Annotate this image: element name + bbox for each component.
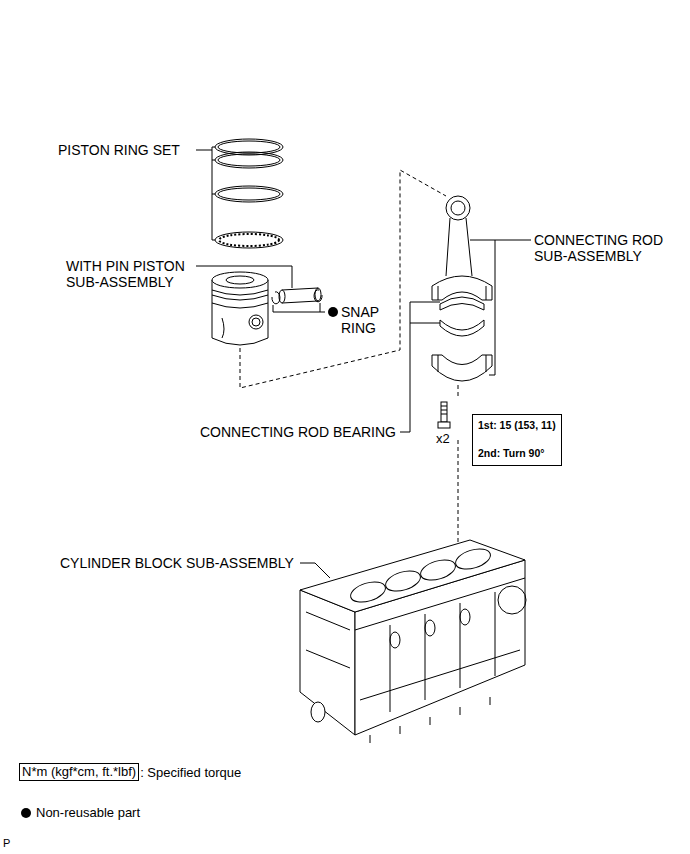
- piston-pin: [272, 288, 322, 304]
- part-label: CYLINDER BLOCK SUB-ASSEMBLY: [60, 555, 294, 571]
- part-label: WITH PIN PISTON SUB-ASSEMBLY: [66, 258, 206, 290]
- non-reusable-mark: [328, 307, 338, 317]
- quantity-label: x2: [436, 431, 450, 446]
- cylinder-block: [300, 540, 526, 743]
- piston-rings: [215, 139, 283, 248]
- leader-line: [300, 563, 330, 578]
- leader-line: [400, 302, 440, 432]
- part-label: CONNECTING ROD SUB-ASSEMBLY: [534, 232, 682, 264]
- legend-dot: [21, 808, 31, 818]
- piston: [212, 272, 268, 345]
- torque-box: 1st: 15 (153, 11) 2nd: Turn 90°: [472, 414, 562, 466]
- legend-text: : Specified torque: [140, 765, 241, 780]
- connecting-rod: [432, 196, 492, 300]
- legend-text-text: : Specified torque: [140, 765, 241, 780]
- assembly-line: [240, 170, 446, 388]
- quantity-label-text: x2: [436, 431, 450, 446]
- part-label-text: SNAP RING: [341, 304, 379, 336]
- box-text: 1st: 15 (153, 11): [478, 419, 556, 433]
- rod-bolt: [438, 402, 450, 428]
- leader-line: [273, 303, 325, 312]
- part-label: CONNECTING ROD BEARING: [200, 424, 396, 440]
- box-text: 2nd: Turn 90°: [478, 447, 556, 461]
- box-text: N*m (kgf*cm, ft.*lbf): [22, 764, 136, 780]
- part-label-text: CONNECTING ROD SUB-ASSEMBLY: [534, 232, 663, 264]
- torque-legend-box: N*m (kgf*cm, ft.*lbf): [19, 763, 139, 781]
- part-label: SNAP RING: [341, 304, 401, 336]
- leader-line: [470, 240, 531, 375]
- page-mark: P: [3, 837, 10, 850]
- rod-cap: [432, 355, 492, 381]
- leader-line: [196, 147, 215, 240]
- part-label-text: PISTON RING SET: [58, 142, 180, 158]
- page-mark-text: P: [3, 837, 10, 849]
- leader-line: [196, 266, 292, 288]
- bearing-shells: [440, 297, 484, 336]
- part-label: PISTON RING SET: [58, 142, 180, 158]
- legend-entry: Non-reusable part: [36, 805, 140, 821]
- legend-text: Non-reusable part: [36, 805, 140, 820]
- part-label-text: WITH PIN PISTON SUB-ASSEMBLY: [66, 258, 185, 290]
- part-label-text: CYLINDER BLOCK SUB-ASSEMBLY: [60, 555, 294, 571]
- part-label-text: CONNECTING ROD BEARING: [200, 424, 396, 440]
